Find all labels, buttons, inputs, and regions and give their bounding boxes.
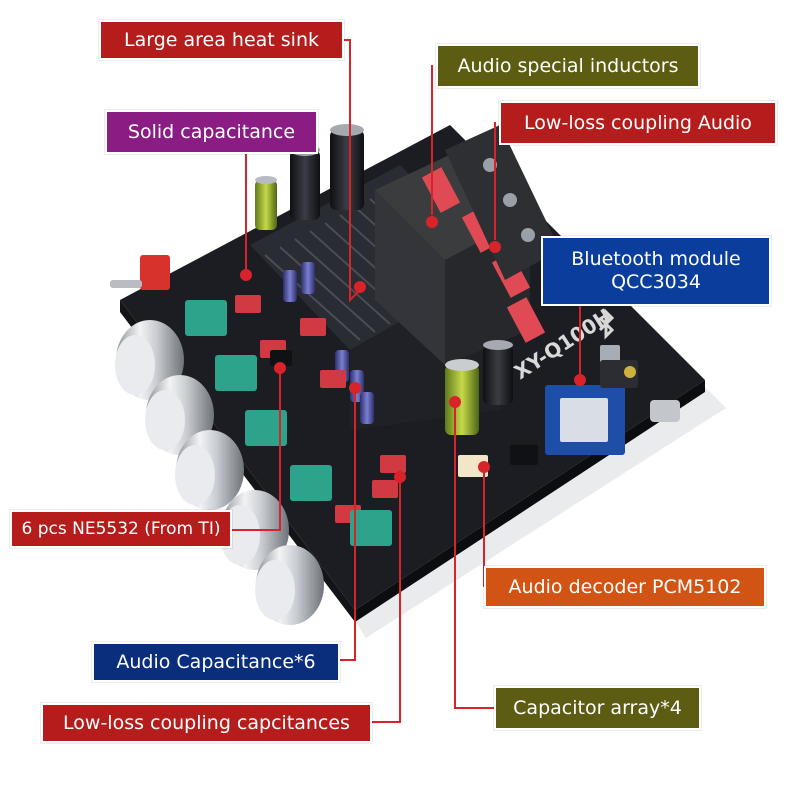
- callout-solid-cap: Solid capacitance: [105, 110, 318, 154]
- callout-heat-sink: Large area heat sink: [99, 20, 344, 60]
- output-capacitors: [445, 340, 513, 435]
- potentiometers: [185, 300, 392, 546]
- bluetooth-logo-icon: [598, 308, 615, 340]
- callout-inductors-text: Audio special inductors: [457, 54, 679, 77]
- callout-coupling-caps-text: Low-loss coupling capcitances: [63, 711, 350, 734]
- bluetooth-module: [545, 345, 625, 455]
- ic-chips: [270, 350, 538, 477]
- callout-bluetooth-line2: QCC3034: [611, 271, 701, 293]
- callout-coupling-audio: Low-loss coupling Audio: [499, 101, 777, 145]
- power-capacitors: [255, 124, 364, 230]
- callout-leaders: [232, 39, 581, 723]
- callout-decoder: Audio decoder PCM5102: [484, 566, 766, 608]
- callout-ne5532-text: 6 pcs NE5532 (From TI): [21, 518, 221, 539]
- callout-bluetooth: Bluetooth module QCC3034: [541, 236, 771, 306]
- callout-inductors: Audio special inductors: [436, 44, 700, 88]
- coupling-capacitors: [235, 295, 406, 523]
- toggle-switch-icon: [110, 255, 170, 290]
- speaker-terminals: [445, 125, 560, 280]
- aluminium-knob-icon: [255, 545, 324, 625]
- callout-audio-cap-text: Audio Capacitance*6: [116, 650, 316, 673]
- callout-coupling-caps: Low-loss coupling capcitances: [41, 703, 372, 743]
- callout-solid-cap-text: Solid capacitance: [127, 120, 296, 143]
- callout-cap-array: Capacitor array*4: [494, 686, 701, 730]
- callout-audio-cap: Audio Capacitance*6: [92, 642, 340, 682]
- callout-bluetooth-line1: Bluetooth module: [571, 248, 741, 271]
- callout-coupling-audio-text: Low-loss coupling Audio: [524, 111, 752, 134]
- callout-cap-array-text: Capacitor array*4: [513, 696, 682, 719]
- callout-dots: [240, 216, 586, 483]
- callout-decoder-text: Audio decoder PCM5102: [508, 575, 742, 598]
- io-connectors: [600, 360, 680, 422]
- volume-knobs: [115, 320, 324, 625]
- callout-ne5532: 6 pcs NE5532 (From TI): [10, 510, 232, 548]
- aluminium-knob-icon: [175, 430, 244, 510]
- callout-heat-sink-text: Large area heat sink: [124, 28, 319, 51]
